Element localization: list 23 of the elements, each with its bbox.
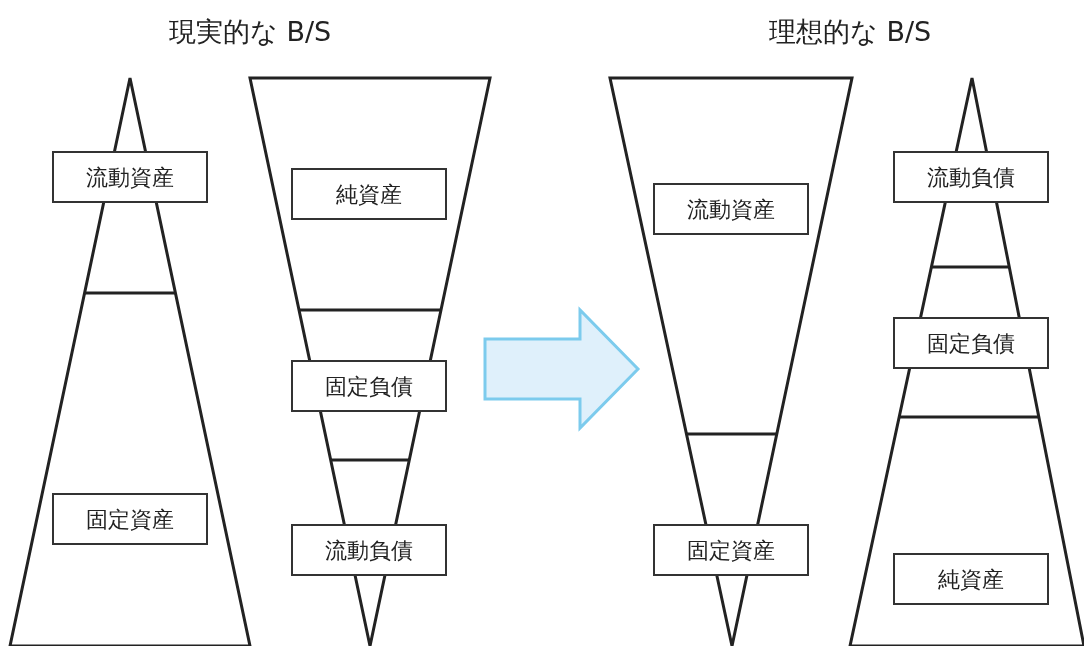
heading: 現実的な B/S [168,15,332,49]
label-text: 純資産 [938,565,1004,594]
label-text: 固定資産 [86,505,174,534]
label-text: 純資産 [336,180,402,209]
label-text: 流動資産 [687,195,775,224]
label-text: 流動負債 [325,536,413,565]
label-box [653,183,809,235]
label-text: 固定負債 [325,372,413,401]
label-text: 流動資産 [86,163,174,192]
block-arrow [483,306,641,432]
label-box [291,360,447,412]
label-box [291,168,447,220]
label-box [653,524,809,576]
label-box [52,151,208,203]
label-box [893,151,1049,203]
label-text: 固定負債 [927,329,1015,358]
label-box [291,524,447,576]
label-text: 流動負債 [927,163,1015,192]
label-box [893,553,1049,605]
heading: 理想的な B/S [768,15,932,49]
label-box [893,317,1049,369]
label-box [52,493,208,545]
label-text: 固定資産 [687,536,775,565]
